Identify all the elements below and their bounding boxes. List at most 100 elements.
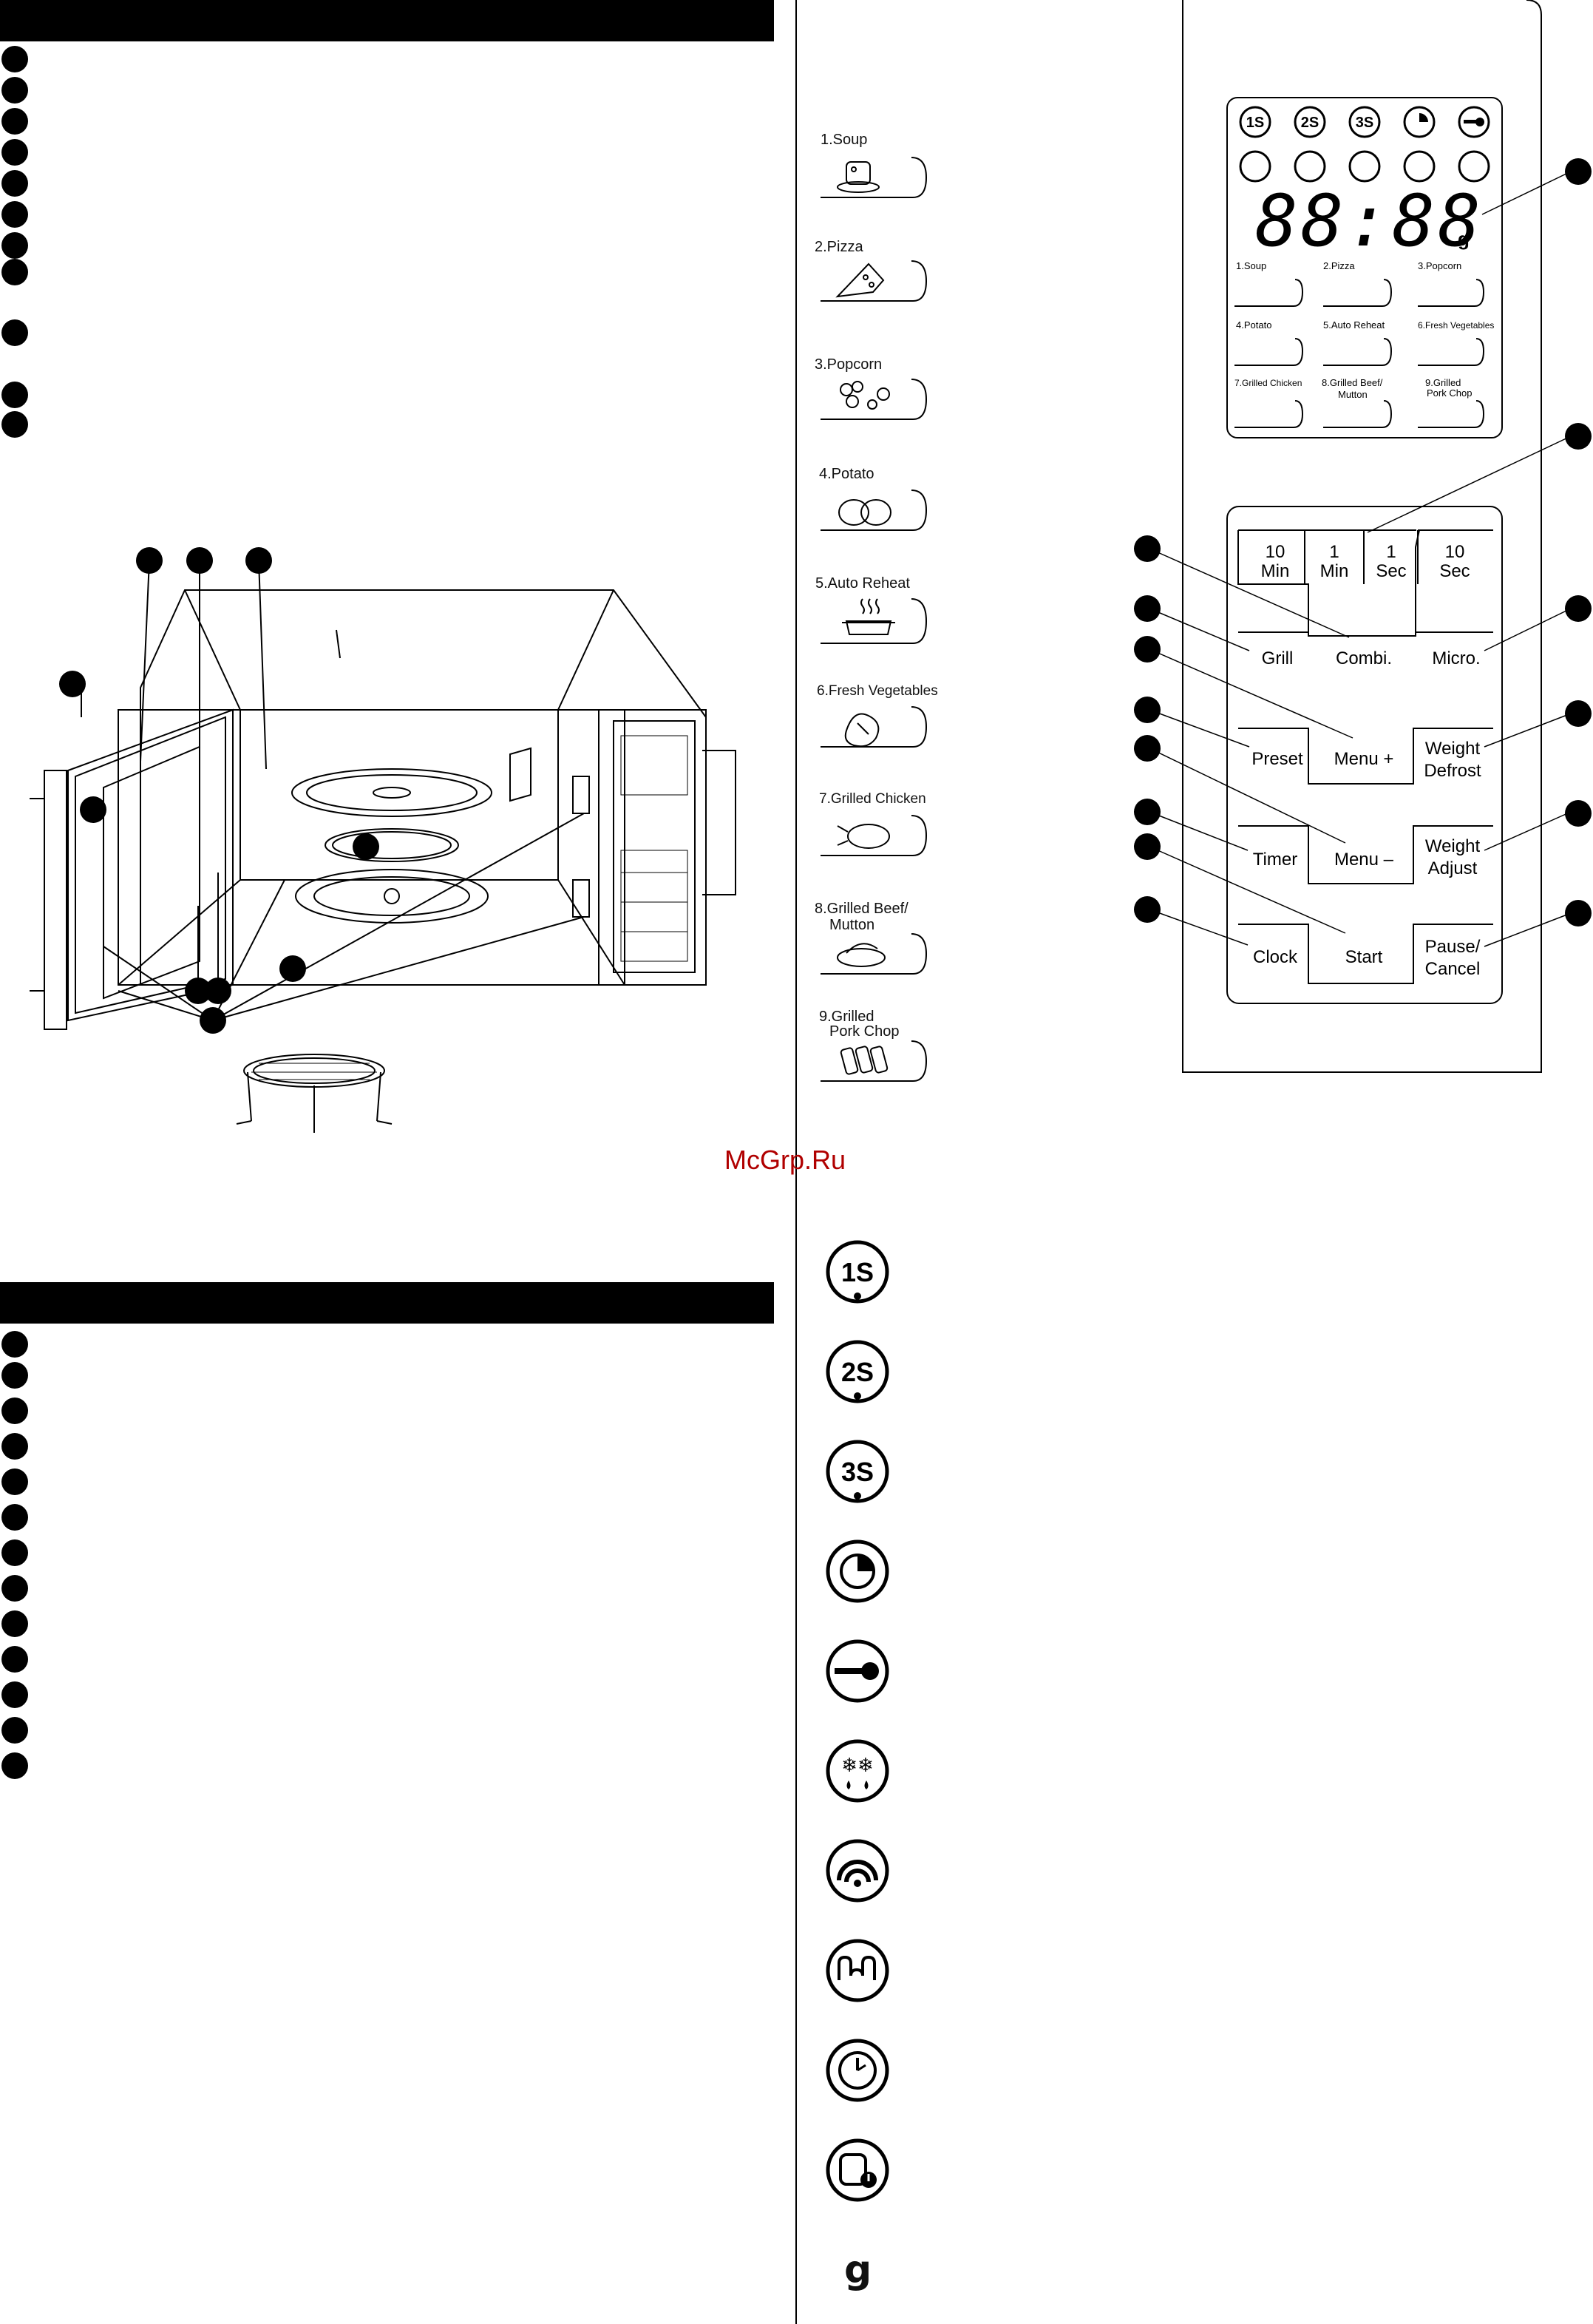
1s-indicator-icon: 1S <box>826 1240 889 1304</box>
svg-text:2S: 2S <box>841 1357 874 1387</box>
control-panel-diagram: 1S 2S 3S 88:88 g 1.Soup 2.Pizza 3.Popcor… <box>1134 0 1592 1073</box>
pizza-icon <box>821 260 928 302</box>
pork-chop-icon <box>821 1040 928 1082</box>
svg-text:6.Fresh Vegetables: 6.Fresh Vegetables <box>1418 320 1494 331</box>
menu-item-label: 4.Potato <box>819 466 874 482</box>
svg-text:1.Soup: 1.Soup <box>1236 260 1266 271</box>
menu-item-label: 8.Grilled Beef/ <box>815 901 908 917</box>
reheat-icon <box>821 598 928 644</box>
svg-text:Combi.: Combi. <box>1336 648 1392 668</box>
svg-text:10: 10 <box>1445 542 1465 562</box>
svg-text:Weight: Weight <box>1425 739 1481 759</box>
microwave-diagram <box>30 547 736 1133</box>
svg-text:2.Pizza: 2.Pizza <box>1323 260 1355 271</box>
bullet <box>1 201 28 228</box>
svg-text:Preset: Preset <box>1251 749 1303 769</box>
svg-text:1S: 1S <box>841 1257 874 1287</box>
svg-text:Menu +: Menu + <box>1334 749 1394 769</box>
2s-indicator-icon: 2S <box>826 1340 889 1403</box>
menu-item-label: 1.Soup <box>821 132 868 148</box>
soup-icon <box>821 157 928 198</box>
svg-text:Mutton: Mutton <box>1338 389 1368 400</box>
svg-text:Grill: Grill <box>1262 648 1294 668</box>
svg-text:1: 1 <box>1386 542 1396 562</box>
svg-text:1: 1 <box>1329 542 1339 562</box>
3s-indicator-icon: 3S <box>826 1440 889 1503</box>
bullet <box>1 77 28 104</box>
bullet <box>1 319 28 346</box>
preset-clock-icon <box>826 2138 889 2202</box>
vegetables-icon <box>821 706 928 748</box>
bullet <box>1 1433 28 1460</box>
popcorn-icon <box>821 379 928 420</box>
svg-text:Defrost: Defrost <box>1424 761 1481 781</box>
column-divider <box>795 0 797 2324</box>
microwave-icon <box>826 1839 889 1903</box>
bullet <box>1 1646 28 1673</box>
bullet <box>1 1468 28 1495</box>
menu-item-label: 3.Popcorn <box>815 356 883 373</box>
svg-text:Micro.: Micro. <box>1432 648 1480 668</box>
svg-text:10: 10 <box>1266 542 1285 562</box>
bullet <box>1 108 28 135</box>
svg-text:3S: 3S <box>841 1457 874 1487</box>
svg-text:3S: 3S <box>1356 115 1373 131</box>
bullet <box>1 1398 28 1424</box>
svg-text:Adjust: Adjust <box>1428 858 1478 878</box>
svg-text:Min: Min <box>1261 561 1290 581</box>
menu-item-label-line2: Mutton <box>829 917 875 933</box>
svg-text:Pause/: Pause/ <box>1425 937 1481 957</box>
section-header-bar-top <box>0 0 774 41</box>
bullet <box>1 139 28 166</box>
svg-text:Weight: Weight <box>1425 836 1481 856</box>
svg-text:3.Popcorn: 3.Popcorn <box>1418 260 1461 271</box>
watermark: McGrp.Ru <box>724 1145 846 1175</box>
svg-text:2S: 2S <box>1301 115 1319 131</box>
bullet <box>1 382 28 408</box>
menu-item-label: 5.Auto Reheat <box>815 575 910 592</box>
clock-icon <box>826 2039 889 2102</box>
menu-item-label: 6.Fresh Vegetables <box>817 683 938 699</box>
svg-text:Pork Chop: Pork Chop <box>1427 387 1472 399</box>
beef-icon <box>821 933 928 975</box>
section-header-bar-bottom <box>0 1282 774 1324</box>
svg-text:Cancel: Cancel <box>1425 959 1481 979</box>
bullet <box>1 1610 28 1637</box>
svg-text:Start: Start <box>1345 947 1383 967</box>
potato-icon <box>821 489 928 531</box>
svg-text:g: g <box>1458 228 1470 250</box>
menu-item-label-line2: Pork Chop <box>829 1023 900 1040</box>
child-lock-key-icon <box>826 1639 889 1703</box>
bullet <box>1 1331 28 1358</box>
chicken-icon <box>821 815 928 856</box>
svg-text:5.Auto Reheat: 5.Auto Reheat <box>1323 319 1385 331</box>
grill-icon <box>826 1939 889 2002</box>
svg-text:Sec: Sec <box>1376 561 1406 581</box>
bullet <box>1 1362 28 1389</box>
bullet <box>1 1539 28 1566</box>
bullet <box>1 1717 28 1744</box>
svg-text:❄❄: ❄❄ <box>841 1754 874 1776</box>
menu-item-label: 2.Pizza <box>815 239 863 255</box>
bullet <box>1 232 28 259</box>
svg-text:Menu –: Menu – <box>1334 850 1394 870</box>
svg-text:Timer: Timer <box>1253 850 1297 870</box>
svg-text:1S: 1S <box>1246 115 1264 131</box>
svg-text:8.Grilled Beef/: 8.Grilled Beef/ <box>1322 377 1383 388</box>
bullet <box>1 170 28 197</box>
bullet <box>1 1575 28 1602</box>
bullet <box>1 411 28 438</box>
svg-text:4.Potato: 4.Potato <box>1236 319 1271 331</box>
svg-text:9.Grilled: 9.Grilled <box>1425 377 1461 388</box>
svg-text:7.Grilled Chicken: 7.Grilled Chicken <box>1234 378 1302 388</box>
bullet <box>1 259 28 285</box>
bullet <box>1 46 28 72</box>
svg-text:Clock: Clock <box>1253 947 1298 967</box>
bullet <box>1 1504 28 1531</box>
defrost-icon: ❄❄ <box>826 1739 889 1803</box>
bullet <box>1 1752 28 1779</box>
svg-text:Min: Min <box>1320 561 1349 581</box>
timer-pie-icon <box>826 1539 889 1603</box>
bullet <box>1 1681 28 1708</box>
svg-text:Sec: Sec <box>1439 561 1470 581</box>
